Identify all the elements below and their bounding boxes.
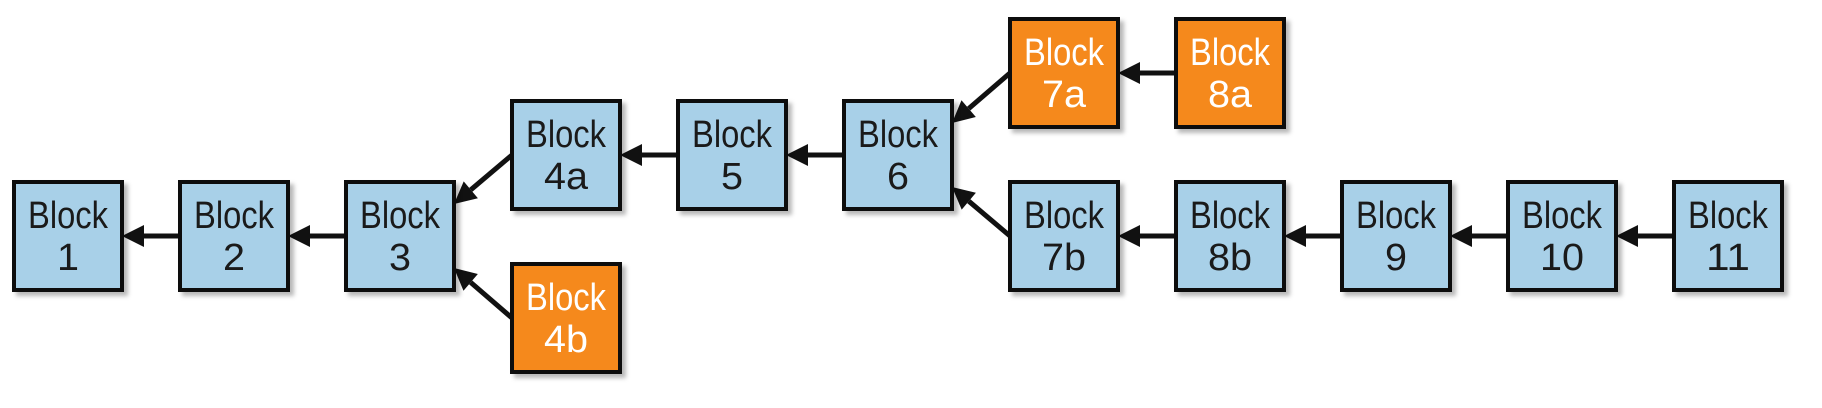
block-title: Block <box>360 195 441 237</box>
block-box <box>178 180 290 292</box>
arrowhead-icon <box>1450 225 1472 247</box>
arrow-line <box>469 280 514 320</box>
arrowhead-icon <box>288 225 310 247</box>
link-b7a-to-b6 <box>952 71 1012 123</box>
arrowhead-icon <box>454 268 478 291</box>
arrow-line <box>967 199 1012 238</box>
link-b8a-to-b7a <box>1118 62 1176 84</box>
arrowhead-icon <box>786 144 808 166</box>
link-b2-to-b1 <box>122 225 180 247</box>
link-b8b-to-b7b <box>1118 225 1176 247</box>
block-box <box>510 262 622 374</box>
link-b4a-to-b3 <box>454 153 514 204</box>
link-b9-to-b8b <box>1284 225 1342 247</box>
block-box <box>676 99 788 211</box>
block-box <box>1008 17 1120 129</box>
link-b3-to-b2 <box>288 225 346 247</box>
arrowhead-icon <box>122 225 144 247</box>
block-number: 7b <box>1042 237 1086 279</box>
block-box <box>1340 180 1452 292</box>
block-title: Block <box>1190 195 1271 237</box>
arrowhead-icon <box>1118 62 1140 84</box>
link-b6-to-b5 <box>786 144 844 166</box>
block-box <box>12 180 124 292</box>
block-box <box>1672 180 1784 292</box>
block-box <box>1506 180 1618 292</box>
block-title: Block <box>1522 195 1603 237</box>
block-number: 11 <box>1706 237 1750 279</box>
block-title: Block <box>194 195 275 237</box>
block-number: 7a <box>1042 74 1087 116</box>
arrowhead-icon <box>454 181 478 204</box>
links-layer <box>122 62 1674 320</box>
arrowhead-icon <box>1616 225 1638 247</box>
link-b5-to-b4a <box>620 144 678 166</box>
block-title: Block <box>1024 195 1105 237</box>
link-b4b-to-b3 <box>454 268 514 320</box>
block-title: Block <box>692 114 773 156</box>
link-b10-to-b9 <box>1450 225 1508 247</box>
block-box <box>1008 180 1120 292</box>
block-number: 6 <box>887 156 909 198</box>
arrowhead-icon <box>952 187 976 210</box>
arrowhead-icon <box>1118 225 1140 247</box>
block-number: 4a <box>544 156 589 198</box>
block-box <box>1174 180 1286 292</box>
block-box <box>344 180 456 292</box>
block-number: 1 <box>57 237 79 279</box>
block-title: Block <box>1190 32 1271 74</box>
block-number: 5 <box>721 156 743 198</box>
block-title: Block <box>1356 195 1437 237</box>
block-title: Block <box>1688 195 1769 237</box>
block-title: Block <box>1024 32 1105 74</box>
block-number: 8b <box>1208 237 1252 279</box>
block-number: 10 <box>1540 237 1584 279</box>
arrowhead-icon <box>952 100 976 123</box>
block-number: 2 <box>223 237 245 279</box>
block-title: Block <box>28 195 109 237</box>
block-title: Block <box>526 114 607 156</box>
block-title: Block <box>858 114 939 156</box>
block-box <box>510 99 622 211</box>
link-b11-to-b10 <box>1616 225 1674 247</box>
block-number: 4b <box>544 319 588 361</box>
block-number: 9 <box>1385 237 1407 279</box>
blocks-layer: Block1Block2Block3Block4aBlock4bBlock5Bl… <box>12 17 1784 374</box>
arrow-line <box>967 71 1012 111</box>
block-number: 3 <box>389 237 411 279</box>
block-box <box>842 99 954 211</box>
link-b7b-to-b6 <box>952 187 1012 238</box>
block-box <box>1174 17 1286 129</box>
block-title: Block <box>526 277 607 319</box>
arrowhead-icon <box>620 144 642 166</box>
arrow-line <box>469 153 514 192</box>
arrowhead-icon <box>1284 225 1306 247</box>
block-number: 8a <box>1208 74 1253 116</box>
